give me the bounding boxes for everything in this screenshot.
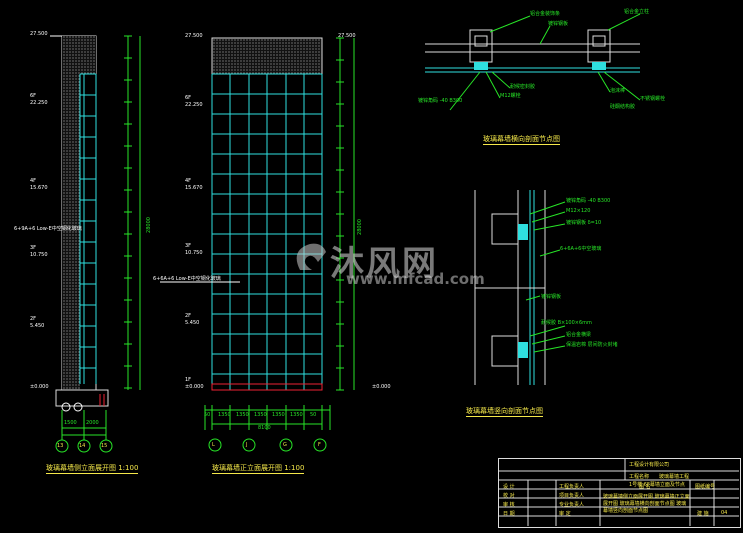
left-glass-note: 6+9A+6 Low-E中空钢化玻璃 <box>14 226 82 232</box>
detail-horizontal <box>425 13 641 111</box>
tb-row-0: 设 计 <box>503 484 515 490</box>
left-level-name-2: 4F <box>30 178 37 184</box>
left-level-elev-2: 15.670 <box>30 185 48 191</box>
title-block: 工程设计有限公司 工程名称 玻璃幕墙工程 1号楼 6F幕墙立面及节点 设 计 校… <box>498 458 741 528</box>
mid-bottom-total: 8100 <box>258 425 271 431</box>
left-level-elev-4: 5.450 <box>30 323 45 329</box>
dh-note-6: 泡沫棒 <box>610 88 626 94</box>
left-axis-0: 13 <box>57 443 64 449</box>
mid-axis-3: F <box>318 442 321 448</box>
dv-note-6: 保温岩棉 层间防火封堵 <box>566 342 618 348</box>
mid-bottom-dim-6: 50 <box>310 412 317 418</box>
detail-h-caption: 玻璃幕墙横向剖面节点图 <box>483 135 560 145</box>
tb-company: 工程设计有限公司 <box>629 462 670 468</box>
watermark-text: 沐风网 <box>330 244 438 284</box>
dv-note-0: 镀锌角码 -40 B300 <box>566 198 611 204</box>
mid-axis-0: L <box>212 442 215 448</box>
dv-note-1: M12×120 <box>566 208 591 214</box>
mid-level-elev-4: 5.450 <box>185 320 200 326</box>
left-axis-2: 15 <box>101 443 108 449</box>
watermark-logo <box>296 243 326 270</box>
tb-row-4: 项目负责人 <box>559 493 585 499</box>
dh-note-3: 镀锌角码 -40 B300 <box>418 98 463 104</box>
dh-note-4: M12螺栓 <box>500 93 521 99</box>
mid-axis-1: J <box>246 442 248 448</box>
tb-row-3: 工程负责人 <box>559 484 585 490</box>
dh-note-7: 不锈钢螺栓 <box>640 96 666 102</box>
title-block-lines <box>498 458 739 526</box>
mid-level-name-2: 4F <box>185 178 192 184</box>
mid-bottom-dim-4: 1350 <box>272 412 285 418</box>
mid-total-dim: 28000 <box>356 219 363 235</box>
mid-level-elev-5: ±0.000 <box>185 384 204 390</box>
left-level-name-1: 6F <box>30 93 37 99</box>
mid-bottom-dim-5: 1350 <box>290 412 303 418</box>
mid-top-right: 27.500 <box>338 33 356 39</box>
dh-note-2: 镀锌钢板 <box>548 21 569 27</box>
tb-project: 玻璃幕墙工程 <box>659 474 690 480</box>
dh-note-0: 铝合金装饰条 <box>530 11 561 17</box>
tb-date-label: 日 期 <box>503 511 515 517</box>
mid-axis-2: G <box>283 442 287 448</box>
mid-level-name-4: 2F <box>185 313 192 319</box>
mid-level-name-3: 3F <box>185 243 192 249</box>
tb-drawing-no-label: 图纸编号 <box>695 484 716 490</box>
dh-note-5: 耐候密封胶 <box>510 84 536 90</box>
dv-note-3: 6+6A+6中空玻璃 <box>560 246 602 252</box>
left-level-name-3: 3F <box>30 245 37 251</box>
detail-v-caption: 玻璃幕墙竖向剖面节点图 <box>466 407 543 417</box>
tb-sub-project: 1号楼 6F幕墙立面及节点 <box>629 482 685 488</box>
mid-glass-note: 6+6A+6 Low-E中空钢化玻璃 <box>153 276 221 282</box>
mid-bottom-dim-1: 1350 <box>218 412 231 418</box>
watermark-url: www.mfcad.com <box>346 270 485 288</box>
left-level-name-4: 2F <box>30 316 37 322</box>
dv-note-5: 铝合金横梁 <box>566 332 592 338</box>
left-bottom-dim-0: 1500 <box>64 420 77 426</box>
left-axis-1: 14 <box>79 443 86 449</box>
mid-elevation-caption: 玻璃幕墙正立面展开图 1:100 <box>212 464 305 474</box>
dv-note-7: 镀锌钢板 <box>541 294 562 300</box>
tb-project-label: 工程名称 <box>629 474 650 480</box>
left-level-elev-5: ±0.000 <box>30 384 49 390</box>
mid-bottom-dim-0: 50 <box>204 412 211 418</box>
mid-level-elev-2: 15.670 <box>185 185 203 191</box>
left-bottom-dim-1: 2000 <box>86 420 99 426</box>
tb-row-2: 审 核 <box>503 502 515 508</box>
tb-sheet: 建 施 <box>697 511 709 517</box>
left-total-dim: 28000 <box>145 217 152 233</box>
tb-review: 审 定 <box>559 511 571 517</box>
left-level-elev-0: 27.500 <box>30 31 48 37</box>
front-elevation <box>160 37 355 452</box>
detail-vertical <box>474 190 566 385</box>
mid-level-elev-1: 22.250 <box>185 102 203 108</box>
mid-bottom-dim-3: 1350 <box>254 412 267 418</box>
mid-bottom-dim-2: 1350 <box>236 412 249 418</box>
dv-note-4: 耐候胶 B×100×6mm <box>541 320 592 326</box>
mid-level-elev-3: 10.750 <box>185 250 203 256</box>
tb-row-1: 校 对 <box>503 493 515 499</box>
tb-desc: 玻璃幕墙侧立面展开图 玻璃幕墙正立面展开图 玻璃幕墙横向剖面节点图 玻璃幕墙竖向… <box>603 494 690 514</box>
left-elevation-caption: 玻璃幕墙侧立面展开图 1:100 <box>46 464 139 474</box>
tb-drawing-no: 04 <box>721 510 728 516</box>
dh-note-1: 铝合金立柱 <box>624 9 650 15</box>
left-elevation <box>50 35 141 453</box>
tb-row-5: 专业负责人 <box>559 502 585 508</box>
mid-level-name-1: 6F <box>185 95 192 101</box>
mid-right-elev: ±0.000 <box>372 384 391 390</box>
dv-note-2: 镀锌钢板 δ=10 <box>566 220 602 226</box>
left-level-elev-1: 22.250 <box>30 100 48 106</box>
tb-drawing-label: 图 名 <box>639 484 651 490</box>
left-level-elev-3: 10.750 <box>30 252 48 258</box>
mid-level-name-5: 1F <box>185 377 192 383</box>
mid-level-elev-0: 27.500 <box>185 33 203 39</box>
dh-note-8: 硅酮结构胶 <box>610 104 636 110</box>
